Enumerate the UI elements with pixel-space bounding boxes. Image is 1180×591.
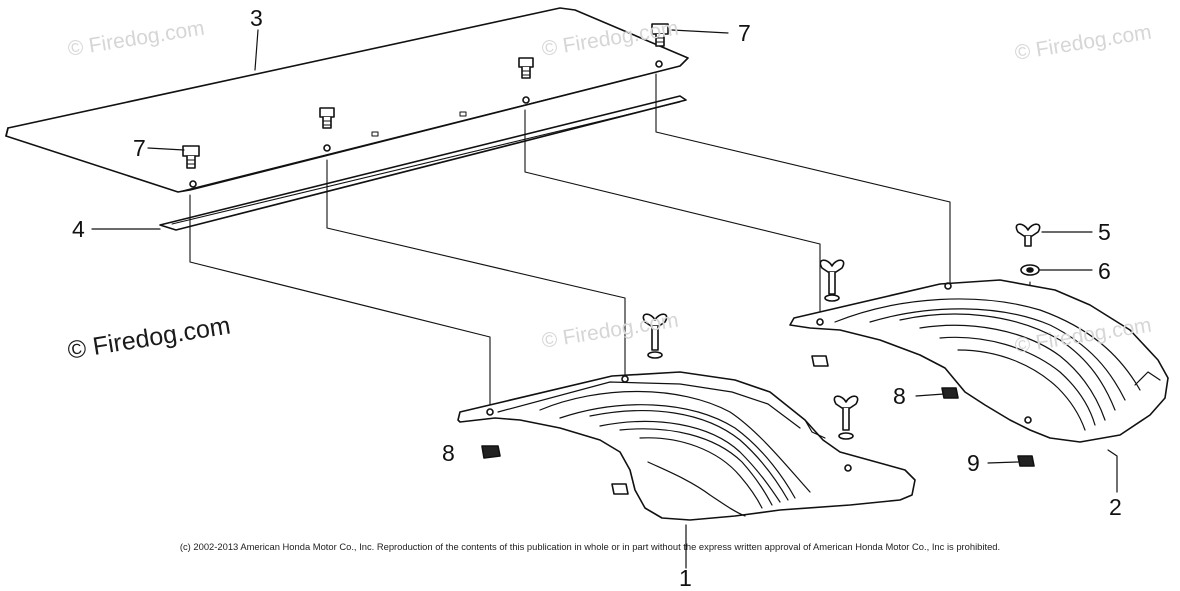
nut-c (611, 483, 629, 495)
copyright-notice: (c) 2002-2013 American Honda Motor Co., … (179, 541, 1001, 552)
nut-8-a (481, 445, 501, 459)
wing-bolt-b (642, 313, 668, 359)
callout-1: 1 (679, 565, 692, 591)
callout-7-top: 7 (738, 20, 751, 46)
wing-bolt-5 (1015, 223, 1041, 247)
callout-2: 2 (1109, 494, 1122, 520)
nut-d (811, 355, 829, 367)
assembly-lines (189, 73, 1031, 419)
callout-7-left: 7 (133, 135, 146, 161)
callout-9: 9 (967, 450, 980, 476)
callout-3: 3 (250, 5, 263, 31)
callout-4: 4 (72, 216, 85, 242)
bolt-7-b (651, 23, 669, 47)
nut-9 (1017, 455, 1035, 467)
fender-left (457, 371, 916, 521)
bolt-7-a (182, 145, 200, 169)
callout-leaders (91, 29, 1118, 569)
callout-6: 6 (1098, 258, 1111, 284)
top-panel (5, 7, 689, 193)
callout-5: 5 (1098, 219, 1111, 245)
nut-8-b (941, 387, 959, 399)
wing-bolt-a (819, 259, 845, 302)
callout-8-right: 8 (893, 383, 906, 409)
bolt-b (518, 57, 534, 79)
rail (159, 95, 687, 231)
callout-8-left: 8 (442, 440, 455, 466)
washer-6 (1020, 264, 1040, 276)
wing-bolt-c (833, 395, 859, 440)
fender-right (789, 279, 1169, 443)
bolt-a (319, 107, 335, 129)
